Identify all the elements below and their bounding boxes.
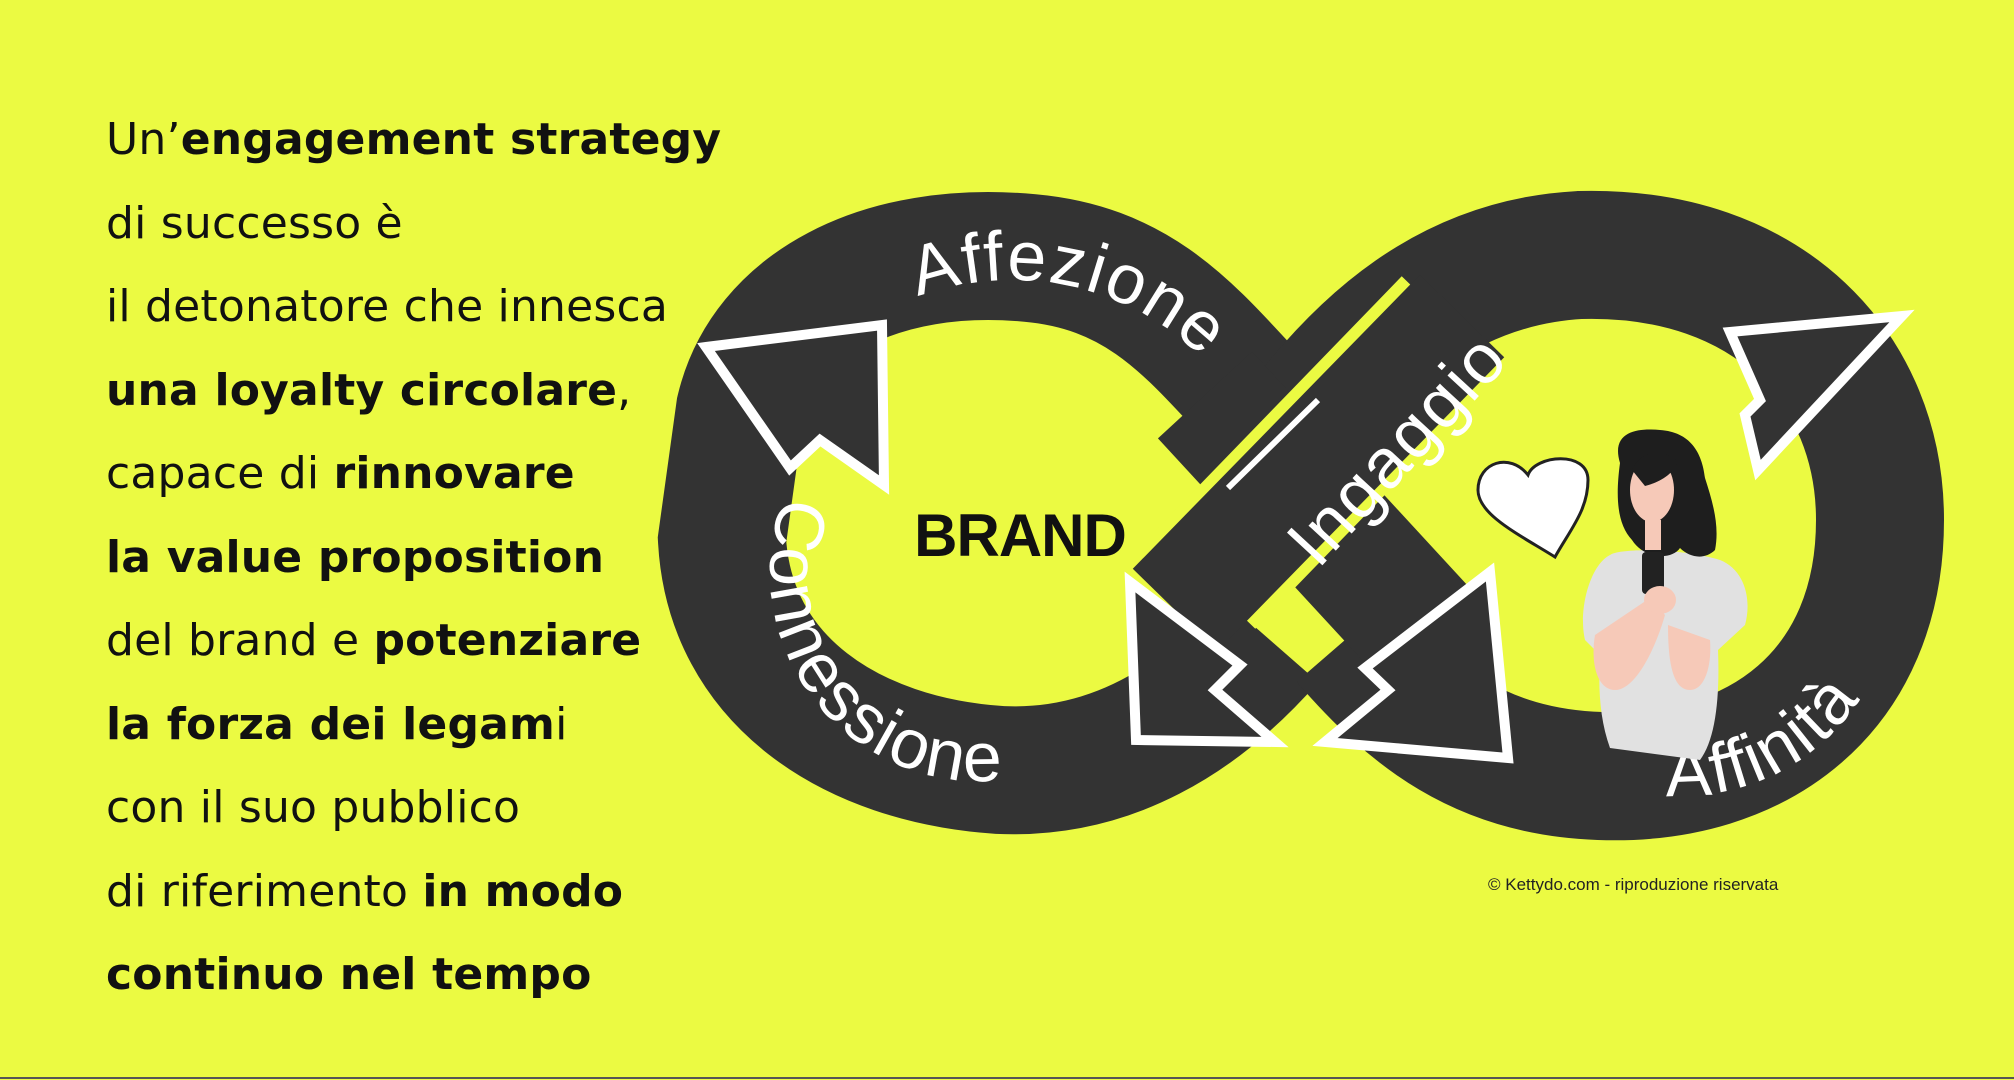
headline-text: Un’engagement strategy di successo è il de… (106, 98, 826, 1017)
headline-run: il detonatore che innesca (106, 281, 669, 332)
headline-run: , (617, 364, 632, 416)
woman-hair-front (1632, 452, 1678, 486)
headline-bold-run: una loyalty circolare (106, 364, 618, 416)
headline-bold-run: rinnovare (333, 448, 575, 499)
svg-text:Affezione: Affezione (901, 216, 1245, 370)
woman-arm-left (1593, 598, 1665, 690)
copyright-credit: © Kettydo.com - riproduzione riservata (1488, 875, 1779, 894)
headline-bold-run: in modo (422, 865, 624, 917)
right-loop-band (1232, 190, 1945, 841)
headline-line: la value proposition (106, 516, 826, 600)
brand-label: BRAND (914, 502, 1126, 569)
heart-icon (1476, 457, 1590, 560)
headline-line: del brand e potenziare (106, 599, 826, 683)
headline-line: la forza dei legami (106, 683, 826, 767)
headline-line: Un’engagement strategy (106, 98, 826, 182)
headline-line: capace di rinnovare (106, 432, 826, 516)
arrowhead-bottom-left (1124, 571, 1289, 748)
woman-hand (1644, 586, 1676, 614)
arrowheads (697, 309, 1915, 764)
woman-shirt (1582, 550, 1748, 760)
woman-with-phone-illustration (1582, 429, 1748, 760)
headline-bold-run: potenziare (373, 615, 642, 666)
headline-bold-run: la value proposition (106, 531, 605, 583)
label-affezione: Affezione (901, 216, 1243, 370)
crossing-edge (1225, 397, 1321, 491)
headline-bold-run: continuo nel tempo (106, 949, 592, 1000)
headline-run: Un’ (106, 114, 181, 165)
phone-icon (1642, 552, 1664, 594)
headline-run: di riferimento (106, 865, 423, 917)
arrowhead-top-right (1722, 309, 1915, 481)
arrowhead-bottom-center (1312, 562, 1514, 764)
crossing-band-up (1132, 274, 1505, 652)
headline-run: con il suo pubblico (106, 782, 521, 833)
headline-bold-run: la forza dei legam (106, 698, 556, 750)
headline-line: il detonatore che innesca (106, 265, 826, 349)
woman-arm-right (1668, 625, 1711, 690)
headline-run: capace di (106, 448, 334, 499)
headline-run: i (555, 698, 568, 750)
woman-neck (1645, 520, 1661, 550)
arrowhead-top-left (697, 319, 890, 495)
bottom-divider (0, 1077, 2014, 1079)
headline-line: continuo nel tempo (106, 933, 826, 1017)
left-loop-band (657, 192, 1319, 835)
headline-line: una loyalty circolare, (106, 349, 826, 433)
headline-line: con il suo pubblico (106, 766, 826, 850)
headline-run: di successo è (106, 197, 403, 249)
headline-line: di successo è (106, 182, 826, 266)
headline-run: del brand e (106, 615, 374, 666)
infinity-loop (657, 190, 1945, 841)
headline-line: di riferimento in modo (106, 850, 826, 934)
headline-bold-run: engagement strategy (180, 114, 722, 165)
